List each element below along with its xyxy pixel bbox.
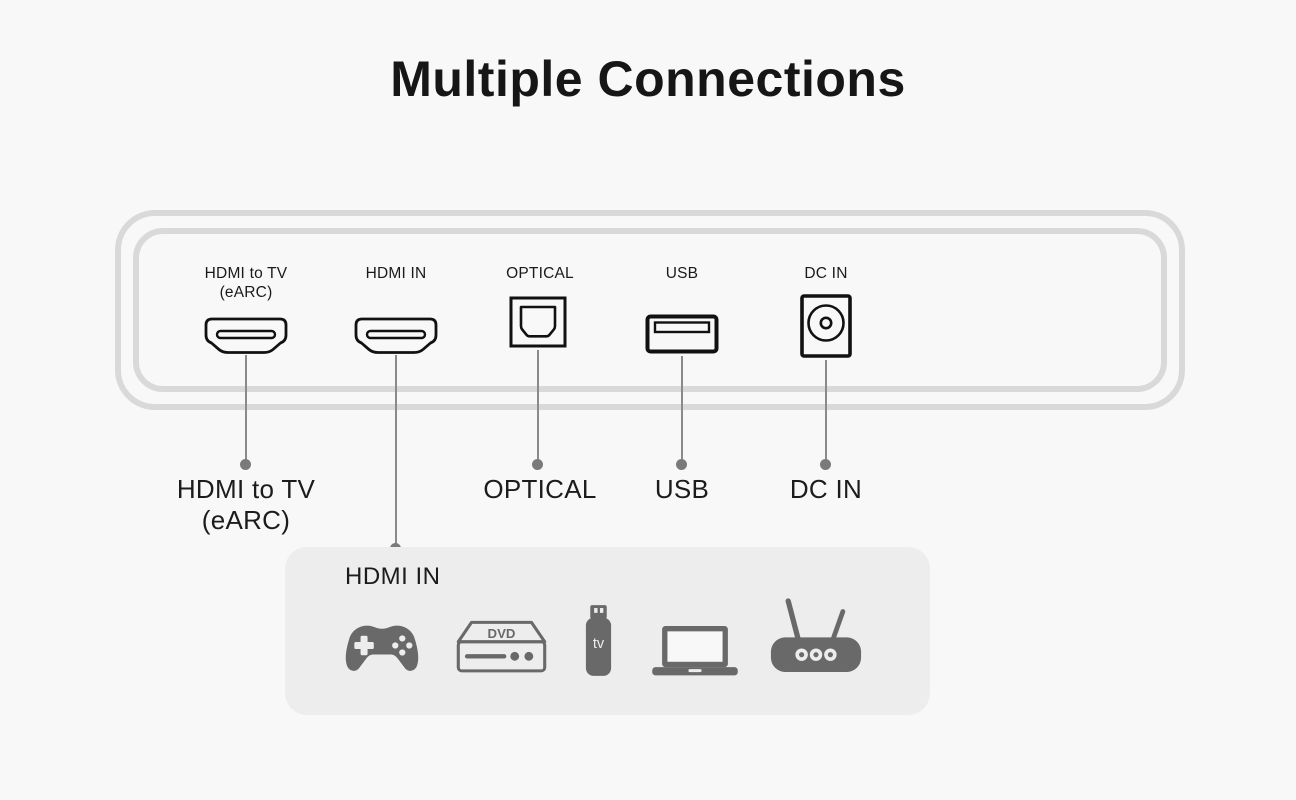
callout-hdmi-to-tv: HDMI to TV (eARC): [146, 474, 346, 536]
port-label-hdmi-to-tv: HDMI to TV (eARC): [166, 264, 326, 302]
tv-stick-icon: tv: [585, 605, 612, 676]
usb-port-icon: [645, 314, 719, 354]
callout-subtext: (eARC): [201, 505, 291, 535]
connector-dot-hdmi-to-tv: [240, 459, 251, 470]
port-label-text: HDMI IN: [365, 265, 427, 282]
port-label-text: HDMI to TV: [204, 265, 288, 282]
page-title: Multiple Connections: [390, 51, 906, 107]
laptop-icon: [652, 626, 738, 676]
connector-line-hdmi-to-tv: [245, 355, 247, 460]
hdmi-in-box-label: HDMI IN: [345, 563, 441, 590]
port-label-dc-in: DC IN: [746, 264, 906, 283]
callout-optical: OPTICAL: [440, 474, 640, 505]
callout-text: DC IN: [789, 474, 863, 504]
callout-text: USB: [654, 474, 710, 504]
optical-port-icon: [509, 296, 567, 348]
connector-line-hdmi-in: [395, 355, 397, 544]
hdmi-in-sources-box: HDMI IN DVD tv: [285, 547, 930, 715]
soundbar-panel-outline: [115, 210, 1185, 410]
hdmi-in-port-icon: [354, 317, 438, 354]
connector-line-optical: [537, 350, 539, 460]
soundbar-panel-inner-outline: [133, 228, 1167, 392]
callout-text: HDMI to TV: [176, 474, 316, 504]
callout-usb: USB: [582, 474, 782, 505]
connector-dot-optical: [532, 459, 543, 470]
dvd-player-icon: DVD: [456, 620, 547, 673]
port-label-text: USB: [665, 265, 699, 282]
port-label-usb: USB: [602, 264, 762, 283]
tv-stick-text: tv: [593, 636, 605, 652]
port-label-text: OPTICAL: [506, 265, 574, 282]
port-label-hdmi-in: HDMI IN: [316, 264, 476, 283]
connector-line-usb: [681, 356, 683, 460]
connector-line-dc-in: [825, 360, 827, 460]
port-sublabel-text: (eARC): [219, 284, 273, 301]
game-controller-icon: [345, 625, 419, 671]
port-label-text: DC IN: [804, 265, 848, 282]
dc-in-port-icon: [800, 294, 852, 358]
callout-dc-in: DC IN: [726, 474, 926, 505]
connector-dot-usb: [676, 459, 687, 470]
connector-dot-dc-in: [820, 459, 831, 470]
port-label-optical: OPTICAL: [460, 264, 620, 283]
hdmi-to-tv-port-icon: [204, 317, 288, 354]
router-icon: [770, 598, 862, 672]
dvd-text: DVD: [488, 626, 516, 641]
callout-text: OPTICAL: [483, 474, 597, 504]
